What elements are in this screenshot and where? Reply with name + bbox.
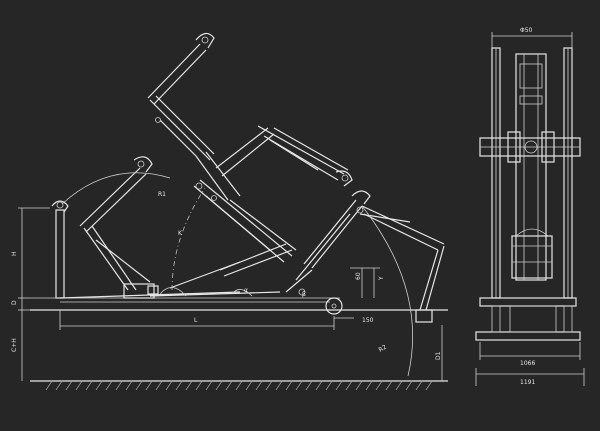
label-Y: Y <box>378 276 385 281</box>
label-K: K <box>178 230 183 237</box>
label-D1: D1 <box>435 351 442 360</box>
right-arm <box>285 190 445 323</box>
label-R2: R2 <box>378 344 389 354</box>
left-dimensions: H D C+H <box>11 207 50 381</box>
label-60: 60 <box>355 272 362 280</box>
arc-r2 <box>361 205 414 377</box>
middle-arm <box>169 125 353 289</box>
wheel <box>325 297 343 315</box>
label-L: L <box>194 317 198 324</box>
label-150: 150 <box>362 317 374 324</box>
ground <box>30 380 448 391</box>
label-beta: β <box>302 291 306 298</box>
tall-arm-up <box>147 32 241 201</box>
base-cylinders <box>59 285 281 299</box>
side-view: H D C+H R1 <box>11 32 448 391</box>
dimension-60: 60 Y <box>350 267 385 298</box>
folded-arm-left <box>79 156 155 299</box>
left-post <box>51 200 69 299</box>
label-CH: C+H <box>11 338 18 352</box>
label-outer-width: 1191 <box>520 379 535 386</box>
label-D: D <box>11 300 18 305</box>
label-inner-width: 1066 <box>520 360 535 367</box>
label-alpha: α <box>244 287 248 294</box>
dimension-150: 150 <box>334 317 374 324</box>
front-view: Φ50 1066 <box>475 27 585 386</box>
arc-r1 <box>61 172 171 205</box>
arc-k <box>171 187 206 291</box>
dimension-L: L <box>59 310 335 330</box>
label-top-width: Φ50 <box>520 27 533 34</box>
label-H: H <box>11 251 18 256</box>
label-R1: R1 <box>158 191 166 198</box>
